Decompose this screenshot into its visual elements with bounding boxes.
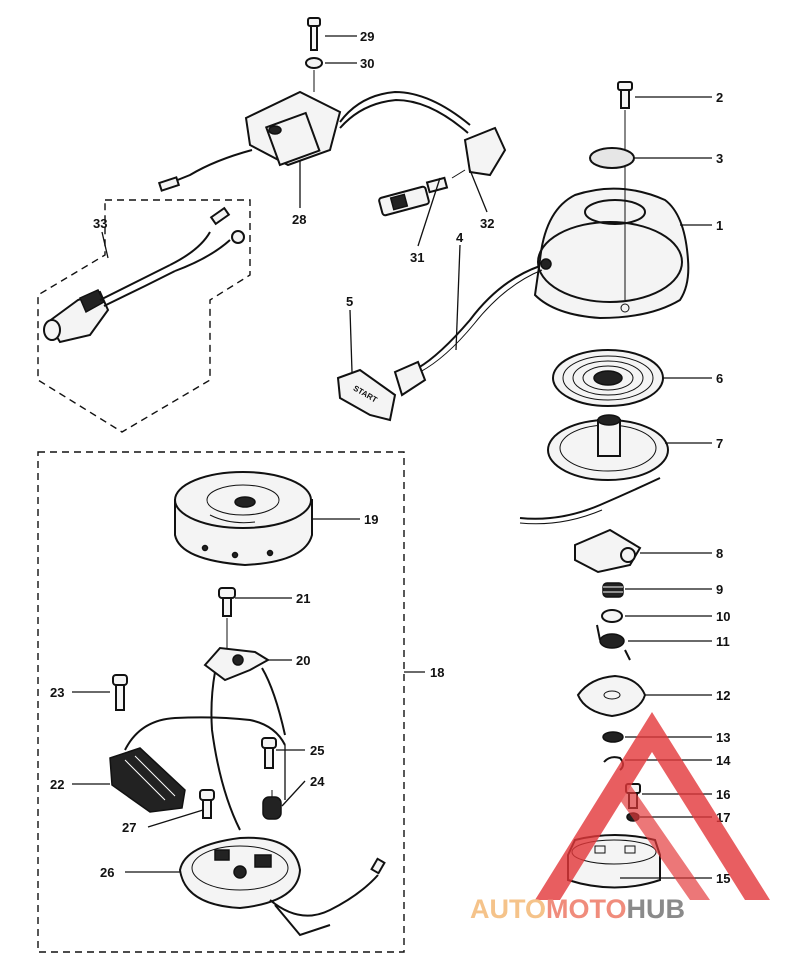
- callout-9: 9: [716, 582, 723, 597]
- return-spring: [596, 624, 631, 661]
- callout-2: 2: [716, 90, 723, 105]
- starter-handle: START: [336, 360, 427, 422]
- callout-6: 6: [716, 371, 723, 386]
- callout-11: 11: [716, 634, 730, 649]
- callout-8: 8: [716, 546, 723, 561]
- starter-screw: [617, 81, 633, 109]
- coil-screw: [307, 17, 321, 51]
- callout-25: 25: [310, 743, 324, 758]
- callout-26: 26: [100, 865, 114, 880]
- plate-screw: [199, 789, 215, 819]
- drive-pawl: [574, 528, 642, 574]
- stator-plate: [178, 836, 386, 937]
- callout-1: 1: [716, 218, 723, 233]
- callout-29: 29: [360, 29, 374, 44]
- starter-rope: [417, 265, 541, 369]
- stop-switch: [43, 206, 245, 344]
- callout-27: 27: [122, 820, 136, 835]
- rewind-spring: [552, 349, 664, 407]
- callout-22: 22: [50, 777, 64, 792]
- callout-21: 21: [296, 591, 310, 606]
- group-18-boundary: [37, 451, 405, 953]
- condenser: [262, 790, 282, 820]
- callout-28: 28: [292, 212, 306, 227]
- callout-20: 20: [296, 653, 310, 668]
- callout-18: 18: [430, 665, 444, 680]
- callout-31: 31: [410, 250, 424, 265]
- callout-32: 32: [480, 216, 494, 231]
- group-33-boundary: [37, 199, 251, 433]
- coil-mount-screw: [112, 674, 128, 711]
- callout-12: 12: [716, 688, 730, 703]
- ignition-coil: [157, 90, 471, 192]
- retainer-plate: [576, 674, 647, 718]
- callout-4: 4: [456, 230, 464, 245]
- callout-7: 7: [716, 436, 723, 451]
- callout-14: 14: [716, 753, 731, 768]
- callout-24: 24: [310, 774, 325, 789]
- flywheel: [174, 471, 313, 567]
- housing-cap: [589, 147, 635, 169]
- callout-10: 10: [716, 609, 730, 624]
- charging-coil: [109, 716, 286, 813]
- callout-3: 3: [716, 151, 723, 166]
- callout-15: 15: [716, 871, 730, 886]
- rope-pulley: [519, 414, 669, 525]
- callout-30: 30: [360, 56, 374, 71]
- watermark-logo: [535, 712, 770, 900]
- pawl-washer: [601, 609, 623, 623]
- coil-washer: [305, 57, 323, 69]
- callout-33: 33: [93, 216, 107, 231]
- spark-plug: [378, 176, 449, 217]
- callout-13: 13: [716, 730, 730, 745]
- callout-16: 16: [716, 787, 730, 802]
- breaker-screw: [218, 587, 236, 617]
- spark-plug-boot: [451, 126, 507, 179]
- pawl-spring: [602, 582, 624, 598]
- watermark-text: AUTOMOTOHUB: [470, 894, 685, 924]
- callout-23: 23: [50, 685, 64, 700]
- condenser-screw: [261, 737, 277, 769]
- plate-washer: [602, 731, 624, 743]
- starter-housing: [533, 187, 690, 320]
- callout-labels: 29 30 28 31 32 33 2 3 1 4 5 6 7 8 9 10 1…: [50, 29, 731, 886]
- callout-5: 5: [346, 294, 353, 309]
- callout-19: 19: [364, 512, 378, 527]
